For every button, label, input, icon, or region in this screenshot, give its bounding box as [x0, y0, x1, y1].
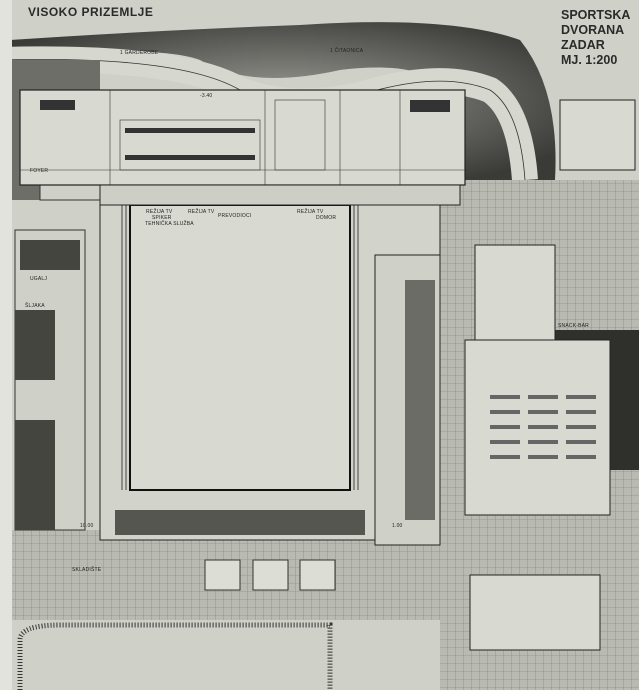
label-sljaka: ŠLJAKA — [25, 303, 45, 309]
floor-heading: VISOKO PRIZEMLJE — [28, 5, 154, 19]
level-label: -3.40 — [200, 93, 213, 99]
scale-label: MJ. 1:200 — [561, 53, 618, 67]
label-tehnicka-sluzba: TEHNIČKA SLUŽBA — [145, 221, 194, 227]
terrain-top — [0, 0, 639, 30]
drawing-title: SPORTSKA DVORANA ZADAR MJ. 1:200 — [561, 8, 630, 68]
label-rezija-tv: REŽIJA TV — [146, 209, 173, 215]
label-citaonica: 1 ČITAONICA — [330, 48, 364, 54]
title-line: ZADAR — [561, 38, 605, 52]
running-track — [17, 622, 333, 690]
label-skladiste: SKLADIŠTE — [72, 567, 102, 573]
title-line: SPORTSKA — [561, 8, 631, 22]
label-foyer: FOYER — [30, 168, 49, 174]
label-snack-bar: SNACK-BAR — [558, 323, 589, 329]
label-rezija-tv: REŽIJA TV — [188, 209, 215, 215]
level-label: 1.00 — [392, 523, 403, 529]
label-spiker: SPIKER — [152, 215, 172, 221]
level-label: 10.00 — [80, 523, 94, 529]
label-rezija-tv: REŽIJA TV — [297, 209, 324, 215]
arena-floor — [129, 204, 351, 491]
label-domor: DOMOR — [316, 215, 337, 221]
label-ugalj: UGALJ — [30, 276, 48, 282]
label-garderobe: 1 GARDEROBE — [120, 50, 159, 56]
service-wing — [19, 89, 466, 186]
title-line: DVORANA — [561, 23, 625, 37]
dark-slope — [10, 22, 556, 181]
label-prevodioci: PREVODIOCI — [218, 213, 252, 219]
